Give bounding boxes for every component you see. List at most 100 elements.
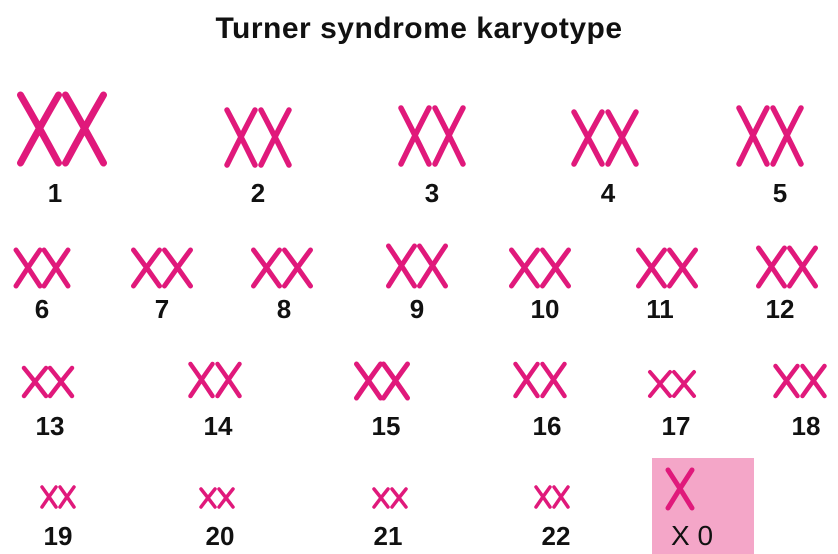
chromosome-22-a: [536, 487, 550, 507]
chromosome-18-b: [803, 366, 825, 396]
chromosome-7-b-shape: [165, 250, 191, 286]
chromosome-13-a-shape: [24, 368, 46, 396]
chromosome-1-b-shape: [66, 95, 104, 163]
chromosome-label-19: 19: [44, 521, 73, 551]
chromosome-pair-9: 9: [389, 246, 446, 324]
chromosome-label-14: 14: [204, 411, 233, 441]
chromosome-pair-2: 2: [227, 110, 289, 208]
chromosome-18-b-shape: [803, 366, 825, 396]
chromosome-pair-10: 10: [512, 250, 569, 324]
chromosome-10-a: [512, 250, 538, 286]
chromosome-pair-21: 21: [374, 489, 406, 551]
chromosome-15-a-shape: [357, 364, 381, 398]
chromosome-label-3: 3: [425, 178, 439, 208]
chromosome-14-a: [191, 364, 213, 396]
chromosome-13-b: [50, 368, 72, 396]
chromosome-14-b-shape: [218, 364, 240, 396]
chromosome-4-a-shape: [574, 112, 602, 164]
chromosome-3-b: [435, 108, 463, 164]
chromosome-pair-11: 11: [639, 250, 696, 324]
chromosome-4-b: [608, 112, 636, 164]
chromosome-pair-6: 6: [16, 250, 68, 324]
chromosome-19-a: [42, 487, 56, 507]
chromosome-label-21: 21: [374, 521, 403, 551]
chromosome-6-b-shape: [44, 250, 68, 286]
chromosome-label-9: 9: [410, 294, 424, 324]
chromosome-label-20: 20: [206, 521, 235, 551]
chromosome-17-b: [674, 372, 694, 396]
chromosome-11-b: [670, 250, 696, 286]
chromosome-label-10: 10: [531, 294, 560, 324]
chromosome-21-a: [374, 489, 388, 507]
chromosome-11-b-shape: [670, 250, 696, 286]
chromosome-2-b: [261, 110, 289, 165]
chromosome-22-b: [554, 487, 568, 507]
chromosome-2-a-shape: [227, 110, 255, 165]
chromosome-1-a: [21, 95, 59, 163]
chromosome-22-b-shape: [554, 487, 568, 507]
chromosome-label-16: 16: [533, 411, 562, 441]
chromosome-9-a-shape: [389, 246, 415, 286]
chromosome-11-a-shape: [639, 250, 665, 286]
chromosome-14-a-shape: [191, 364, 213, 396]
chromosome-pair-22: 22: [536, 487, 570, 551]
chromosome-8-a: [254, 250, 280, 286]
chromosome-17-a: [650, 372, 670, 396]
chromosome-14-b: [218, 364, 240, 396]
chromosome-13-a: [24, 368, 46, 396]
chromosome-5-a-shape: [739, 108, 767, 164]
chromosome-label-11: 11: [646, 294, 674, 324]
chromosome-3-b-shape: [435, 108, 463, 164]
chromosome-18-a-shape: [776, 366, 798, 396]
chromosome-pair-8: 8: [254, 250, 311, 324]
chromosome-8-b: [285, 250, 311, 286]
chromosome-pair-20: 20: [201, 489, 234, 551]
chromosome-5-b-shape: [773, 108, 801, 164]
chromosome-pair-12: 12: [759, 248, 816, 324]
chromosome-label-x0: X 0: [671, 520, 713, 551]
chromosome-label-5: 5: [773, 178, 787, 208]
chromosome-6-a: [16, 250, 40, 286]
chromosome-8-b-shape: [285, 250, 311, 286]
chromosome-16-a-shape: [516, 364, 538, 396]
chromosome-19-b: [60, 487, 74, 507]
chromosome-9-b: [420, 246, 446, 286]
chromosome-1-b: [66, 95, 104, 163]
chromosome-2-a: [227, 110, 255, 165]
chromosome-7-a: [134, 250, 160, 286]
chromosome-7-b: [165, 250, 191, 286]
chromosome-pair-3: 3: [401, 108, 463, 208]
chromosome-pair-16: 16: [516, 364, 565, 441]
chromosome-19-a-shape: [42, 487, 56, 507]
chromosome-label-22: 22: [542, 521, 571, 551]
chromosome-pair-15: 15: [357, 364, 408, 441]
chromosome-22-a-shape: [536, 487, 550, 507]
chromosome-10-a-shape: [512, 250, 538, 286]
chromosome-label-7: 7: [155, 294, 169, 324]
chromosome-4-b-shape: [608, 112, 636, 164]
chromosome-5-a: [739, 108, 767, 164]
chromosome-20-a-shape: [201, 489, 215, 507]
chromosome-pair-13: 13: [24, 368, 72, 441]
chromosome-19-b-shape: [60, 487, 74, 507]
chromosome-15-b: [384, 364, 408, 398]
chromosome-pair-17: 17: [650, 372, 694, 441]
chromosome-pair-7: 7: [134, 250, 191, 324]
chromosome-pair-1: 1: [21, 95, 104, 208]
chromosome-label-6: 6: [35, 294, 49, 324]
chromosome-21-a-shape: [374, 489, 388, 507]
chromosome-11-a: [639, 250, 665, 286]
chromosome-16-a: [516, 364, 538, 396]
chromosome-17-a-shape: [650, 372, 670, 396]
chromosome-label-12: 12: [766, 294, 795, 324]
chromosome-label-1: 1: [48, 178, 62, 208]
chromosome-pair-x0: X 0: [652, 458, 754, 554]
chromosome-12-b-shape: [790, 248, 816, 286]
chromosome-16-b-shape: [543, 364, 565, 396]
chromosome-6-a-shape: [16, 250, 40, 286]
chromosome-12-a: [759, 248, 785, 286]
chromosome-8-a-shape: [254, 250, 280, 286]
chromosome-18-a: [776, 366, 798, 396]
